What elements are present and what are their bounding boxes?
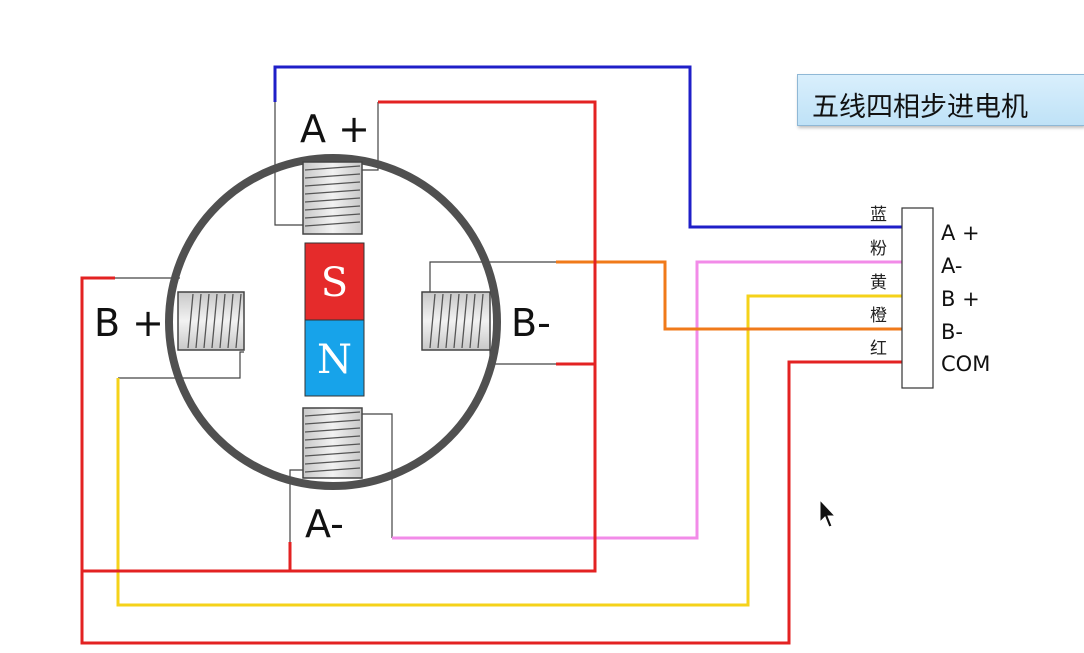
coil-leads [115, 102, 556, 542]
wire-color-yellow: 黄 [870, 273, 887, 293]
pin-label-b-minus: B- [941, 320, 963, 344]
pink-wire [392, 260, 922, 540]
blue-wire [273, 65, 922, 229]
coil-a-minus [302, 407, 363, 479]
magnet-north-label: N [317, 337, 352, 383]
magnet-north [304, 319, 365, 397]
mouse-cursor-icon [819, 498, 837, 528]
orange-wire [556, 260, 922, 331]
coil-label-b-plus: B + [94, 301, 164, 345]
coil-label-a-plus: A + [300, 107, 370, 151]
pin-label-a-minus: A- [941, 254, 962, 278]
connector: 蓝 粉 黄 橙 红 A + A- B + B- COM [870, 205, 990, 389]
pin-label-com: COM [941, 352, 990, 376]
coil-label-a-minus: A- [305, 502, 344, 546]
coil-label-b-minus: B- [511, 301, 551, 345]
red-com-wire-ap [82, 100, 597, 573]
pin-label-a-plus: A + [941, 221, 980, 245]
yellow-wire [116, 294, 922, 607]
wires [80, 65, 922, 645]
magnet-south-label: S [321, 260, 348, 306]
red-com-wire-bp [80, 276, 922, 645]
wire-color-red: 红 [870, 339, 887, 359]
wire-color-orange: 橙 [870, 306, 887, 326]
connector-body [901, 207, 934, 389]
pin-label-b-plus: B + [941, 287, 980, 311]
coil-b-plus [177, 291, 245, 351]
rotor-magnet: S N [304, 242, 365, 397]
coil-b-minus [421, 291, 491, 351]
coil-a-plus [302, 161, 363, 235]
wire-color-pink: 粉 [870, 239, 887, 259]
stator-ring [165, 154, 501, 490]
magnet-south [304, 242, 365, 321]
wire-color-blue: 蓝 [870, 205, 887, 225]
diagram-title: 五线四相步进电机 [797, 74, 1084, 126]
